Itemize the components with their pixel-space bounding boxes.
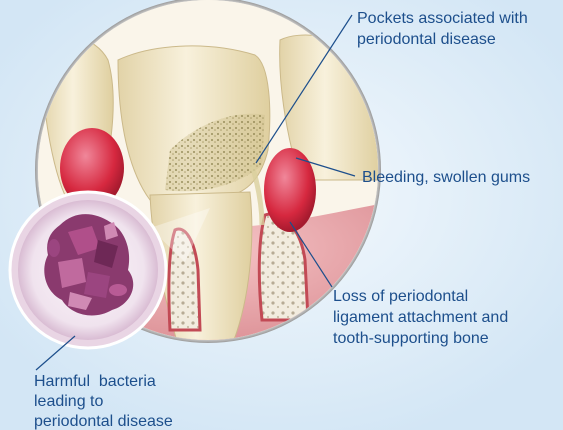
bacteria-label-line: periodontal disease xyxy=(34,413,173,430)
ligament-label-line: ligament attachment and xyxy=(333,309,508,326)
bacteria-microscope-view xyxy=(10,192,166,348)
bleeding-label-line: Bleeding, swollen gums xyxy=(362,169,530,186)
bacteria-label-line: Harmful bacteria xyxy=(34,373,156,390)
pockets-label-line: periodontal disease xyxy=(357,31,496,48)
pockets-label-line: Pockets associated with xyxy=(357,10,528,27)
inflamed-gum-right xyxy=(264,148,316,232)
ligament-label-line: Loss of periodontal xyxy=(333,288,468,305)
bacteria-label-line: leading to xyxy=(34,393,103,410)
bleeding-label: Bleeding, swollen gums xyxy=(362,169,530,186)
ligament-label-line: tooth-supporting bone xyxy=(333,330,489,347)
